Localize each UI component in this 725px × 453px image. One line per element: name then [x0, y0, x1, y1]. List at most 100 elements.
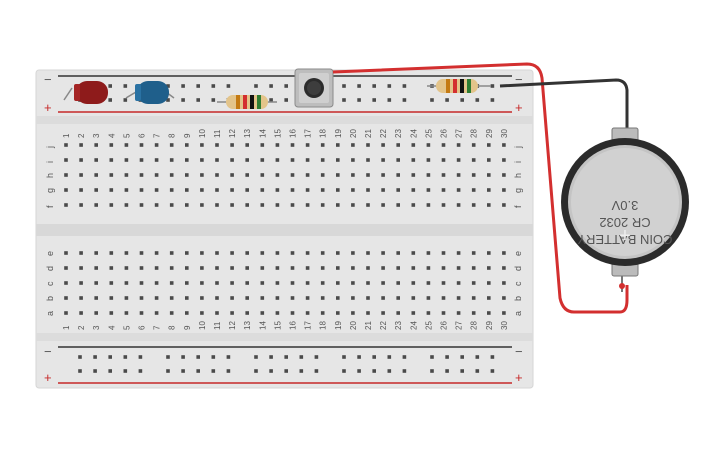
terminal-hole[interactable] — [290, 158, 295, 162]
terminal-hole[interactable] — [79, 143, 83, 147]
terminal-hole[interactable] — [426, 281, 431, 285]
red-wire[interactable] — [332, 62, 629, 314]
terminal-hole[interactable] — [351, 281, 355, 285]
terminal-hole[interactable] — [471, 251, 476, 255]
terminal-hole[interactable] — [320, 311, 325, 315]
terminal-hole[interactable] — [154, 296, 159, 300]
terminal-hole[interactable] — [320, 296, 325, 300]
rail-hole[interactable] — [93, 369, 97, 373]
rail-hole[interactable] — [211, 98, 216, 102]
terminal-hole[interactable] — [487, 188, 491, 192]
terminal-hole[interactable] — [305, 158, 310, 162]
rail-hole[interactable] — [372, 355, 376, 359]
rail-hole[interactable] — [269, 98, 273, 102]
terminal-hole[interactable] — [290, 296, 295, 300]
terminal-hole[interactable] — [275, 143, 280, 147]
terminal-hole[interactable] — [426, 173, 431, 177]
terminal-hole[interactable] — [109, 143, 114, 147]
terminal-hole[interactable] — [200, 296, 204, 300]
terminal-hole[interactable] — [411, 158, 416, 162]
terminal-hole[interactable] — [336, 188, 340, 192]
terminal-hole[interactable] — [381, 158, 385, 162]
rail-hole[interactable] — [342, 98, 346, 102]
terminal-hole[interactable] — [487, 251, 491, 255]
terminal-hole[interactable] — [185, 203, 189, 207]
terminal-hole[interactable] — [487, 158, 491, 162]
terminal-hole[interactable] — [154, 251, 159, 255]
terminal-hole[interactable] — [94, 143, 98, 147]
terminal-hole[interactable] — [471, 296, 476, 300]
rail-hole[interactable] — [342, 369, 346, 373]
terminal-hole[interactable] — [290, 311, 295, 315]
rail-hole[interactable] — [166, 84, 170, 88]
rail-hole[interactable] — [475, 355, 480, 359]
terminal-hole[interactable] — [487, 173, 491, 177]
terminal-hole[interactable] — [245, 203, 249, 207]
terminal-hole[interactable] — [230, 251, 234, 255]
terminal-hole[interactable] — [441, 281, 446, 285]
terminal-hole[interactable] — [411, 203, 416, 207]
terminal-hole[interactable] — [94, 296, 98, 300]
terminal-hole[interactable] — [471, 143, 476, 147]
terminal-hole[interactable] — [351, 203, 355, 207]
terminal-hole[interactable] — [154, 311, 159, 315]
terminal-hole[interactable] — [336, 203, 340, 207]
terminal-hole[interactable] — [185, 266, 189, 270]
coin-battery[interactable]: COIN BATTERY CR 2032 3.0V + — [561, 127, 689, 292]
terminal-hole[interactable] — [351, 311, 355, 315]
rail-hole[interactable] — [166, 355, 170, 359]
terminal-hole[interactable] — [426, 311, 431, 315]
terminal-hole[interactable] — [109, 296, 114, 300]
rail-hole[interactable] — [430, 98, 434, 102]
terminal-hole[interactable] — [64, 281, 68, 285]
terminal-hole[interactable] — [275, 203, 280, 207]
terminal-hole[interactable] — [169, 173, 174, 177]
rail-hole[interactable] — [430, 355, 434, 359]
terminal-hole[interactable] — [109, 281, 114, 285]
rail-hole[interactable] — [387, 369, 392, 373]
terminal-hole[interactable] — [336, 158, 340, 162]
terminal-hole[interactable] — [124, 143, 129, 147]
terminal-hole[interactable] — [441, 173, 446, 177]
terminal-hole[interactable] — [245, 281, 249, 285]
terminal-hole[interactable] — [169, 296, 174, 300]
rail-hole[interactable] — [254, 369, 258, 373]
terminal-hole[interactable] — [124, 296, 129, 300]
terminal-hole[interactable] — [230, 143, 234, 147]
terminal-hole[interactable] — [124, 311, 129, 315]
terminal-hole[interactable] — [139, 251, 144, 255]
rail-hole[interactable] — [445, 98, 449, 102]
terminal-hole[interactable] — [351, 143, 355, 147]
terminal-hole[interactable] — [154, 281, 159, 285]
terminal-hole[interactable] — [260, 311, 265, 315]
terminal-hole[interactable] — [124, 173, 129, 177]
terminal-hole[interactable] — [169, 188, 174, 192]
terminal-hole[interactable] — [169, 143, 174, 147]
terminal-hole[interactable] — [441, 203, 446, 207]
rail-hole[interactable] — [299, 355, 304, 359]
rail-hole[interactable] — [314, 355, 319, 359]
terminal-hole[interactable] — [320, 251, 325, 255]
terminal-hole[interactable] — [381, 173, 385, 177]
rail-hole[interactable] — [78, 369, 82, 373]
terminal-hole[interactable] — [456, 143, 461, 147]
black-wire[interactable] — [499, 78, 629, 128]
terminal-hole[interactable] — [456, 296, 461, 300]
rail-hole[interactable] — [226, 369, 231, 373]
terminal-hole[interactable] — [471, 188, 476, 192]
terminal-hole[interactable] — [94, 281, 98, 285]
terminal-hole[interactable] — [456, 188, 461, 192]
terminal-hole[interactable] — [305, 188, 310, 192]
terminal-hole[interactable] — [245, 296, 249, 300]
terminal-hole[interactable] — [109, 173, 114, 177]
terminal-hole[interactable] — [64, 311, 68, 315]
rail-hole[interactable] — [269, 84, 273, 88]
rail-hole[interactable] — [166, 98, 170, 102]
rail-hole[interactable] — [211, 369, 216, 373]
terminal-hole[interactable] — [169, 158, 174, 162]
terminal-hole[interactable] — [215, 266, 219, 270]
terminal-hole[interactable] — [94, 311, 98, 315]
terminal-hole[interactable] — [471, 281, 476, 285]
terminal-hole[interactable] — [305, 173, 310, 177]
rail-hole[interactable] — [402, 369, 407, 373]
